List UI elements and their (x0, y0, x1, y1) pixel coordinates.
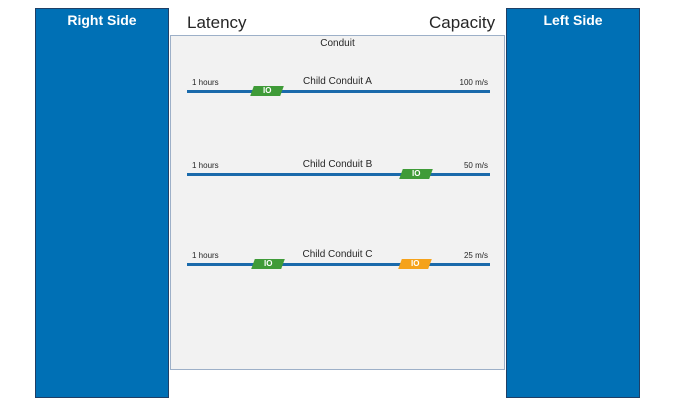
child-capacity: 50 m/s (463, 161, 488, 170)
io-port[interactable]: IO (250, 86, 284, 96)
child-name: Child Conduit C (302, 249, 373, 260)
io-port[interactable]: IO (399, 169, 433, 179)
conduit-box: Conduit 1 hours Child Conduit A 100 m/s … (170, 35, 505, 370)
io-port[interactable]: IO (251, 259, 285, 269)
right-side-title: Right Side (67, 12, 137, 28)
child-latency: 1 hours (192, 251, 219, 260)
conduit-line (187, 90, 490, 93)
conduit-line (187, 263, 490, 266)
left-side-panel: Left Side (506, 8, 640, 398)
child-capacity: 100 m/s (459, 78, 488, 87)
child-capacity: 25 m/s (463, 251, 488, 260)
left-side-title: Left Side (543, 12, 603, 28)
child-name: Child Conduit B (302, 159, 373, 170)
conduit-line (187, 173, 490, 176)
io-port-label: IO (411, 169, 421, 178)
child-conduit-c[interactable]: 1 hours Child Conduit C 25 m/s IO IO (171, 247, 504, 277)
io-port[interactable]: IO (398, 259, 432, 269)
child-name: Child Conduit A (303, 76, 372, 87)
child-latency: 1 hours (192, 161, 219, 170)
capacity-header: Capacity (429, 13, 496, 32)
child-conduit-b[interactable]: 1 hours Child Conduit B 50 m/s IO (171, 157, 504, 187)
latency-header: Latency (187, 13, 247, 32)
child-conduit-a[interactable]: 1 hours Child Conduit A 100 m/s IO (171, 74, 504, 104)
io-port-label: IO (263, 259, 273, 268)
right-side-panel: Right Side (35, 8, 169, 398)
child-latency: 1 hours (192, 78, 219, 87)
io-port-label: IO (262, 86, 272, 95)
io-port-label: IO (410, 259, 420, 268)
conduit-title: Conduit (320, 38, 355, 49)
